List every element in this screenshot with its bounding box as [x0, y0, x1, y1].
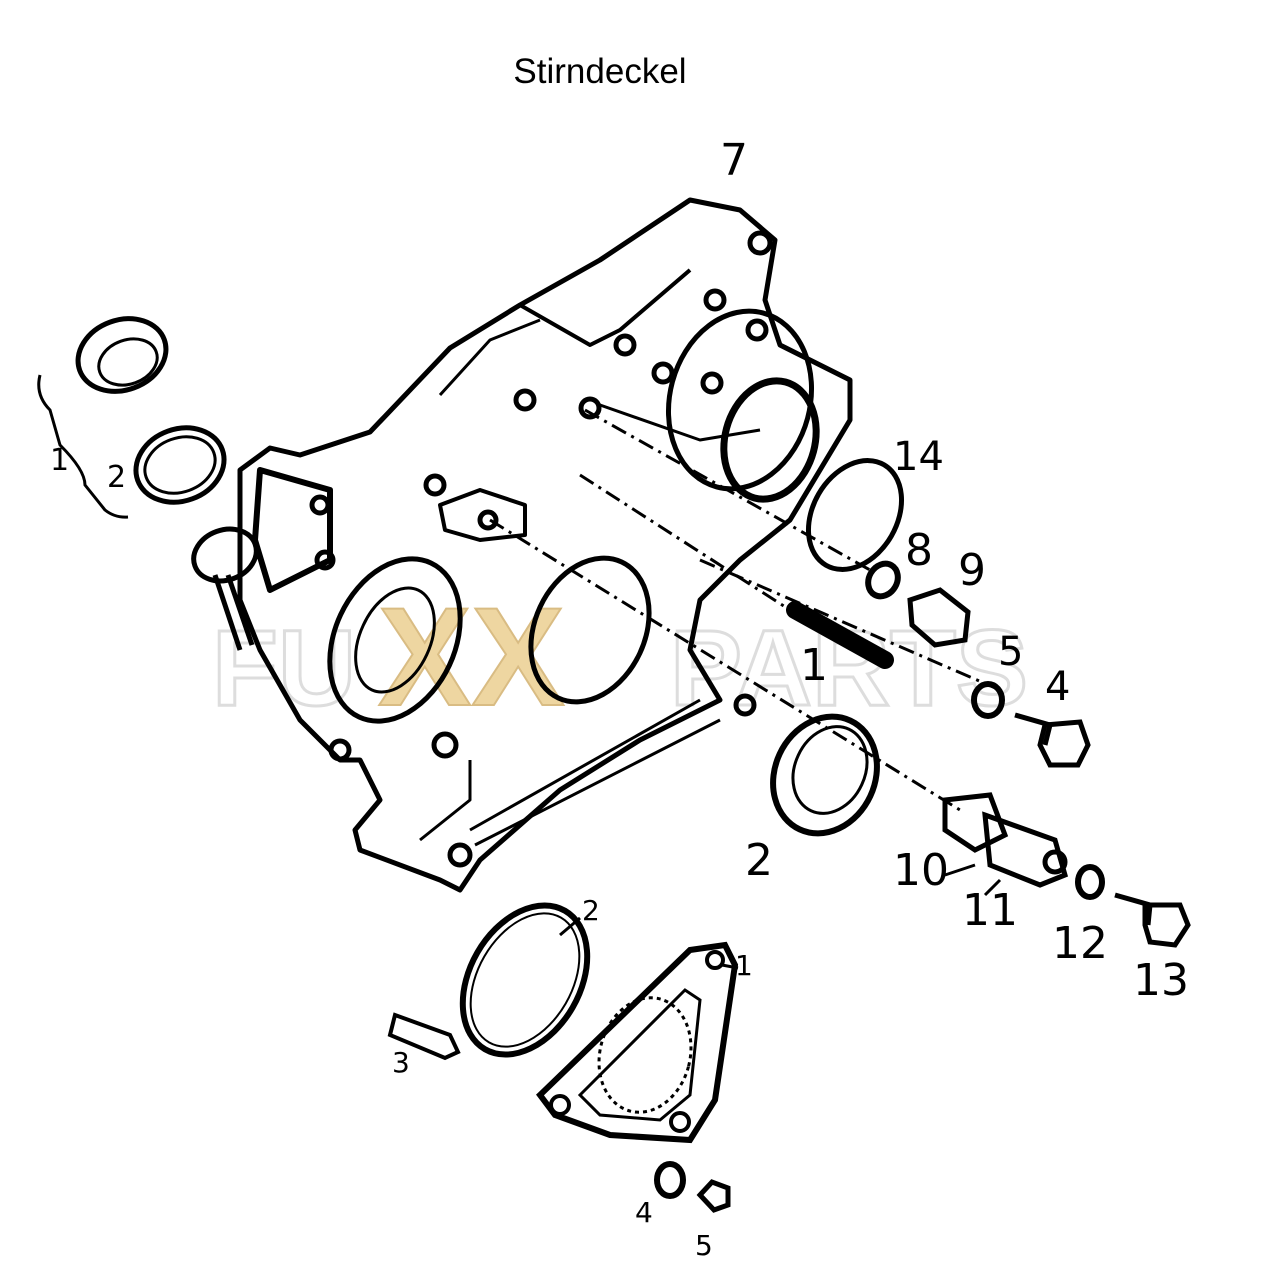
callout-4-main: 4 [1045, 664, 1070, 710]
callout-2-left: 2 [107, 460, 126, 495]
callouts-detail: 1 2 3 4 5 [392, 894, 753, 1262]
callout-9: 9 [958, 545, 986, 596]
assembly-axes [489, 408, 1001, 812]
dipstick-knob [191, 526, 259, 651]
callout-8: 8 [905, 525, 933, 576]
front-cover-housing [237, 197, 853, 893]
diagram-title: Stirndeckel [513, 52, 687, 91]
washer-12 [1075, 864, 1105, 900]
callout-1-left: 1 [50, 443, 69, 478]
seal-ring-group-left [37, 316, 227, 519]
callout-detail-1: 1 [735, 949, 753, 982]
callout-13: 13 [1133, 955, 1189, 1006]
callout-7: 7 [720, 135, 748, 186]
callout-detail-2: 2 [582, 894, 600, 927]
bolt-4-right [1014, 712, 1091, 768]
callout-2-main: 2 [745, 835, 773, 886]
callout-detail-5: 5 [695, 1229, 713, 1262]
callout-10: 10 [893, 845, 949, 896]
callout-5-main: 5 [998, 629, 1023, 675]
watermark-left: FU [212, 607, 356, 728]
nut-5-right [971, 681, 1005, 719]
callout-detail-3: 3 [392, 1046, 410, 1079]
callouts-main: 1 2 1 2 4 5 7 8 9 10 11 12 13 14 [50, 135, 1189, 1006]
washer-8 [865, 560, 901, 600]
detail-cover-assembly [387, 902, 739, 1213]
callout-11: 11 [962, 885, 1018, 936]
shaft-seal-2 [770, 713, 880, 837]
stud-bolt [786, 601, 894, 669]
bolt-13 [1114, 892, 1191, 948]
callout-12: 12 [1052, 918, 1108, 969]
o-ring-14 [805, 458, 905, 572]
callout-detail-4: 4 [635, 1196, 653, 1229]
callout-14: 14 [893, 434, 944, 480]
leader-lines [559, 863, 1002, 970]
plug-screw-9 [907, 587, 971, 648]
watermark: FU XX PARTS [211, 577, 1030, 736]
flange-10-11 [942, 792, 1069, 888]
callout-1-main: 1 [800, 640, 828, 691]
